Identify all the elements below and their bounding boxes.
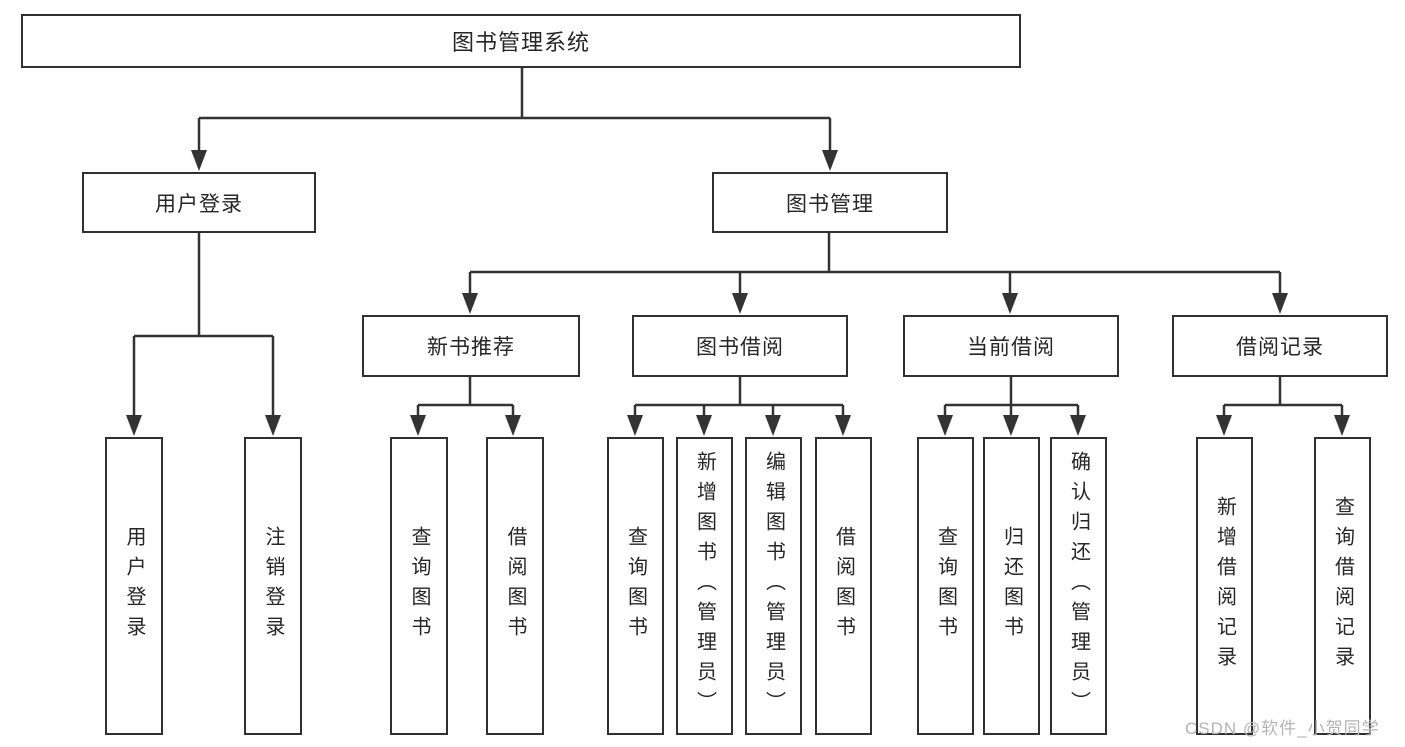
leaf-query-books-current: 查询图书 xyxy=(917,437,974,735)
arrowhead xyxy=(1272,293,1288,314)
arrowhead xyxy=(822,150,838,171)
arrowhead xyxy=(410,415,426,436)
arrowhead xyxy=(126,415,142,436)
connector-records-children xyxy=(1222,376,1344,417)
csdn-watermark: CSDN @软件_小贺同学 xyxy=(1185,719,1380,738)
connector-bookmgmt-to-level3 xyxy=(468,232,1282,295)
leaf-borrow-books: 借阅图书 xyxy=(815,437,872,735)
connector-login-children xyxy=(132,232,275,417)
arrowhead xyxy=(1002,293,1018,314)
arrowhead xyxy=(765,415,781,436)
arrowhead xyxy=(1003,415,1019,436)
connector-root-to-level2 xyxy=(197,67,832,152)
connector-current-children xyxy=(943,376,1080,417)
node-library-system: 图书管理系统 xyxy=(21,14,1021,68)
node-user-login: 用户登录 xyxy=(82,172,316,233)
arrowhead xyxy=(835,415,851,436)
leaf-user-login: 用户登录 xyxy=(105,437,163,735)
leaf-query-borrow-record: 查询借阅记录 xyxy=(1314,437,1371,735)
node-book-management: 图书管理 xyxy=(712,172,948,233)
leaf-add-book-admin: 新增图书（管理员） xyxy=(676,437,733,735)
node-new-book-recommend: 新书推荐 xyxy=(362,315,580,377)
leaf-edit-book-admin: 编辑图书（管理员） xyxy=(745,437,802,735)
leaf-return-book: 归还图书 xyxy=(983,437,1040,735)
arrowhead xyxy=(696,415,712,436)
leaf-add-borrow-record: 新增借阅记录 xyxy=(1196,437,1253,735)
arrowhead xyxy=(1216,415,1232,436)
arrowhead xyxy=(937,415,953,436)
leaf-logout: 注销登录 xyxy=(244,437,302,735)
connector-borrowing-children xyxy=(633,376,845,417)
arrowhead xyxy=(505,415,521,436)
node-borrowing-records: 借阅记录 xyxy=(1172,315,1388,377)
arrowhead xyxy=(627,415,643,436)
node-current-borrowing: 当前借阅 xyxy=(903,315,1119,377)
leaf-confirm-return-admin: 确认归还（管理员） xyxy=(1050,437,1107,735)
arrowhead xyxy=(462,293,478,314)
leaf-borrow-books-recommend: 借阅图书 xyxy=(486,437,544,735)
arrowhead xyxy=(732,293,748,314)
leaf-query-books-borrowing: 查询图书 xyxy=(607,437,664,735)
leaf-query-books-recommend: 查询图书 xyxy=(390,437,448,735)
arrowhead xyxy=(191,150,207,171)
node-book-borrowing: 图书借阅 xyxy=(632,315,848,377)
connector-newbook-children xyxy=(416,376,515,417)
arrowhead xyxy=(1070,415,1086,436)
arrowhead xyxy=(1334,415,1350,436)
arrowhead xyxy=(265,415,281,436)
